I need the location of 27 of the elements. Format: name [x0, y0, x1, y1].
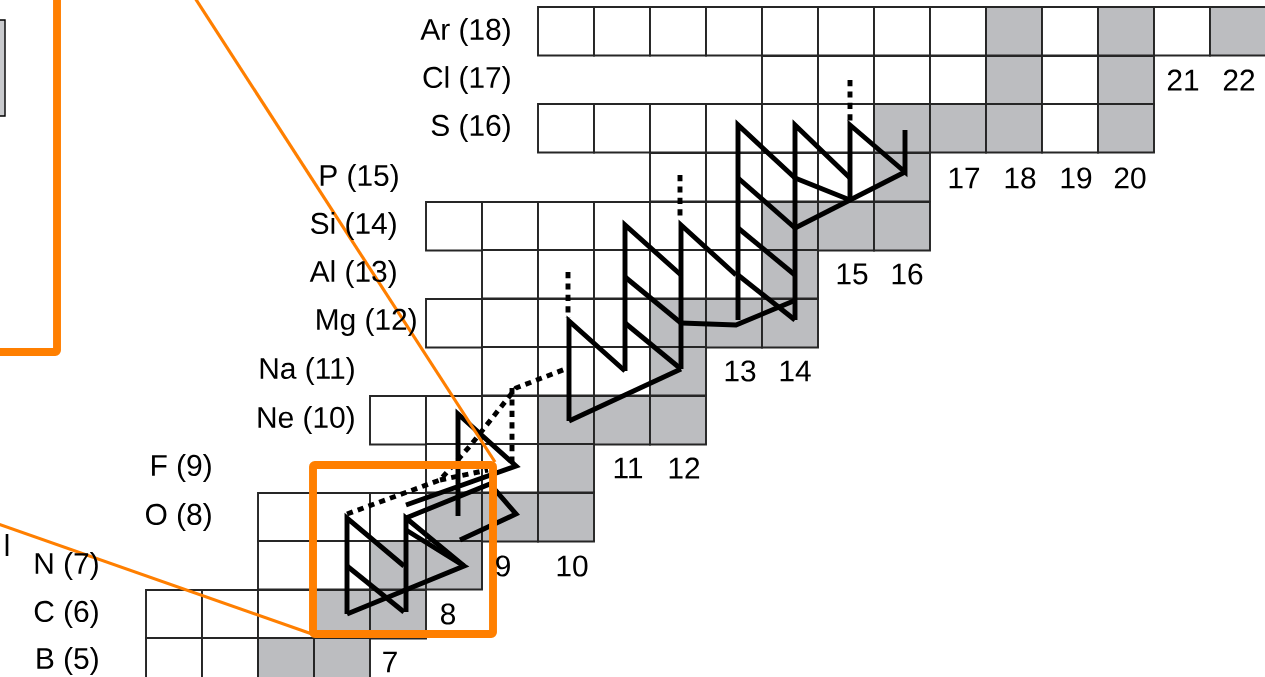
row-label: Si (14): [311, 212, 396, 240]
row-label: O (8): [146, 503, 211, 531]
row-label: N (7): [35, 552, 98, 580]
column-number: 22: [1223, 69, 1255, 91]
row-label: B (5): [37, 647, 98, 675]
column-number: 12: [669, 457, 700, 479]
column-number: 20: [1114, 167, 1146, 189]
column-number: 8: [441, 603, 455, 625]
column-number: 19: [1061, 167, 1092, 189]
row-label: F (9): [152, 454, 211, 482]
column-number: 21: [1167, 69, 1199, 91]
row-label: S (16): [431, 114, 510, 142]
column-number: 17: [949, 167, 980, 189]
row-label: Ne (10): [258, 406, 354, 434]
column-number: 15: [837, 263, 868, 285]
row-label: P (15): [320, 164, 398, 192]
column-number: 11: [614, 457, 643, 479]
row-label: Na (11): [260, 357, 354, 385]
row-label: Ar (18): [420, 18, 510, 46]
column-number: 7: [383, 651, 397, 673]
row-label: C (6): [34, 600, 98, 628]
column-number: 18: [1005, 167, 1036, 189]
column-number: 13: [725, 360, 756, 382]
column-number: 10: [557, 555, 588, 577]
column-number: 16: [892, 263, 923, 285]
row-label: Cl (17): [423, 66, 510, 94]
column-number: 14: [780, 360, 811, 382]
